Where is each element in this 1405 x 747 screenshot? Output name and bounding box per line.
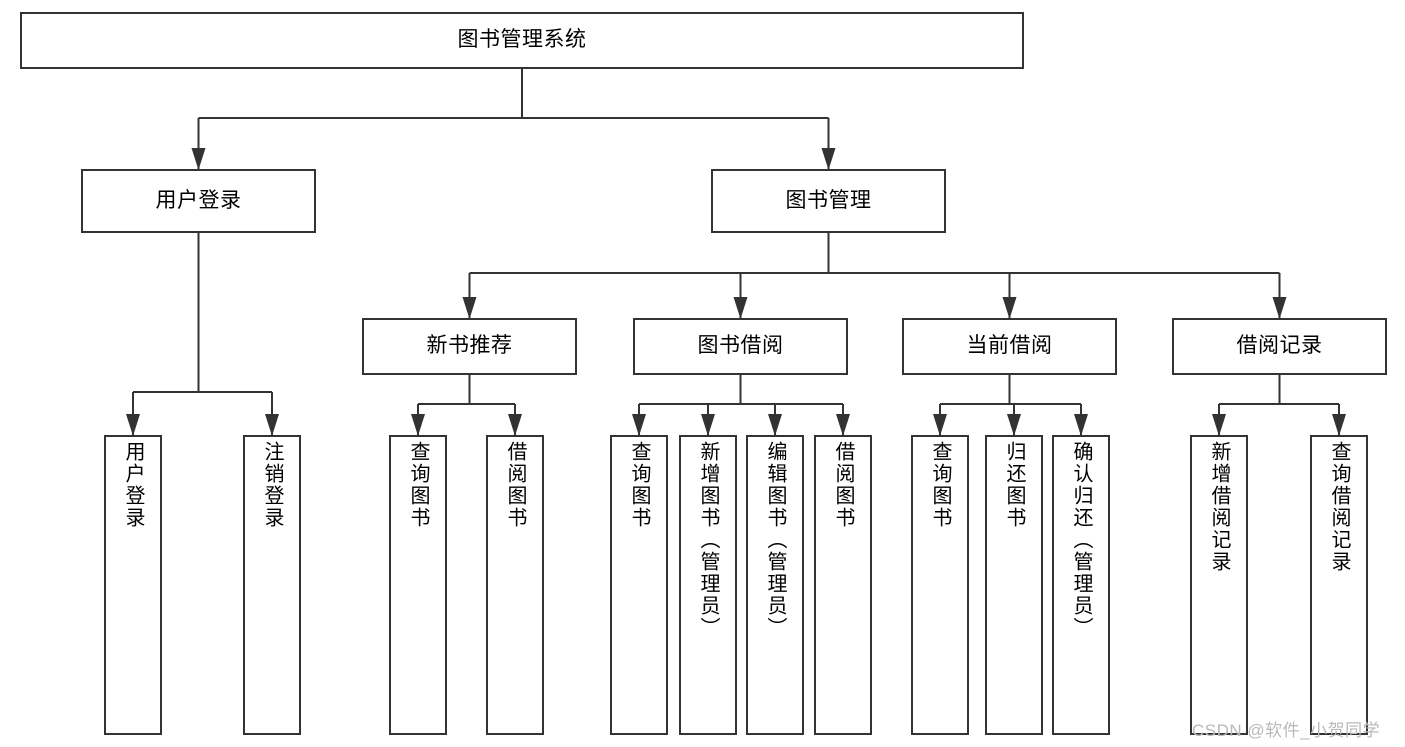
node-label: 图书管理 xyxy=(785,188,872,212)
node-current-borrow[interactable]: 当前借阅 xyxy=(902,318,1117,375)
connector-book-manage-to-level2 xyxy=(462,233,1287,319)
node-book-manage[interactable]: 图书管理 xyxy=(711,169,946,233)
node-label: 注销登录 xyxy=(261,441,283,529)
node-label: 查询图书 xyxy=(628,441,650,529)
node-label: 图书管理系统 xyxy=(457,28,587,52)
node-user-login[interactable]: 用户登录 xyxy=(81,169,316,233)
node-label: 借阅图书 xyxy=(832,441,854,529)
node-leaf-return-book[interactable]: 归还图书 xyxy=(985,435,1043,735)
node-leaf-user-login[interactable]: 用户登录 xyxy=(104,435,162,735)
connector-current-borrow-to-leaves xyxy=(933,375,1088,436)
node-root[interactable]: 图书管理系统 xyxy=(20,12,1024,69)
node-leaf-query-book-1[interactable]: 查询图书 xyxy=(389,435,447,735)
node-label: 新增图书（管理员） xyxy=(697,441,719,639)
node-leaf-add-book[interactable]: 新增图书（管理员） xyxy=(679,435,737,735)
node-label: 图书借阅 xyxy=(697,334,784,358)
node-leaf-logout[interactable]: 注销登录 xyxy=(243,435,301,735)
node-label: 新书推荐 xyxy=(426,334,513,358)
node-leaf-add-record[interactable]: 新增借阅记录 xyxy=(1190,435,1248,735)
connector-root-to-level1 xyxy=(191,69,836,170)
node-label: 用户登录 xyxy=(122,441,144,529)
node-leaf-query-book-3[interactable]: 查询图书 xyxy=(911,435,969,735)
node-label: 借阅图书 xyxy=(504,441,526,529)
node-label: 编辑图书（管理员） xyxy=(764,441,786,639)
node-leaf-query-book-2[interactable]: 查询图书 xyxy=(610,435,668,735)
node-leaf-confirm-return[interactable]: 确认归还（管理员） xyxy=(1052,435,1110,735)
node-label: 查询借阅记录 xyxy=(1328,441,1350,573)
connector-borrow-record-to-leaves xyxy=(1212,375,1346,436)
node-label: 借阅记录 xyxy=(1236,334,1323,358)
node-leaf-borrow-book-2[interactable]: 借阅图书 xyxy=(814,435,872,735)
node-book-borrow[interactable]: 图书借阅 xyxy=(633,318,848,375)
connector-new-book-rec-to-leaves xyxy=(411,375,522,436)
node-borrow-record[interactable]: 借阅记录 xyxy=(1172,318,1387,375)
connector-book-borrow-to-leaves xyxy=(632,375,850,436)
node-label: 查询图书 xyxy=(929,441,951,529)
node-leaf-edit-book[interactable]: 编辑图书（管理员） xyxy=(746,435,804,735)
node-label: 新增借阅记录 xyxy=(1208,441,1230,573)
node-label: 用户登录 xyxy=(155,188,242,212)
node-leaf-query-record[interactable]: 查询借阅记录 xyxy=(1310,435,1368,735)
connector-user-login-to-leaves xyxy=(126,233,279,436)
node-label: 当前借阅 xyxy=(966,334,1053,358)
node-label: 查询图书 xyxy=(407,441,429,529)
node-leaf-borrow-book-1[interactable]: 借阅图书 xyxy=(486,435,544,735)
node-label: 确认归还（管理员） xyxy=(1070,441,1092,639)
node-new-book-rec[interactable]: 新书推荐 xyxy=(362,318,577,375)
node-label: 归还图书 xyxy=(1003,441,1025,529)
